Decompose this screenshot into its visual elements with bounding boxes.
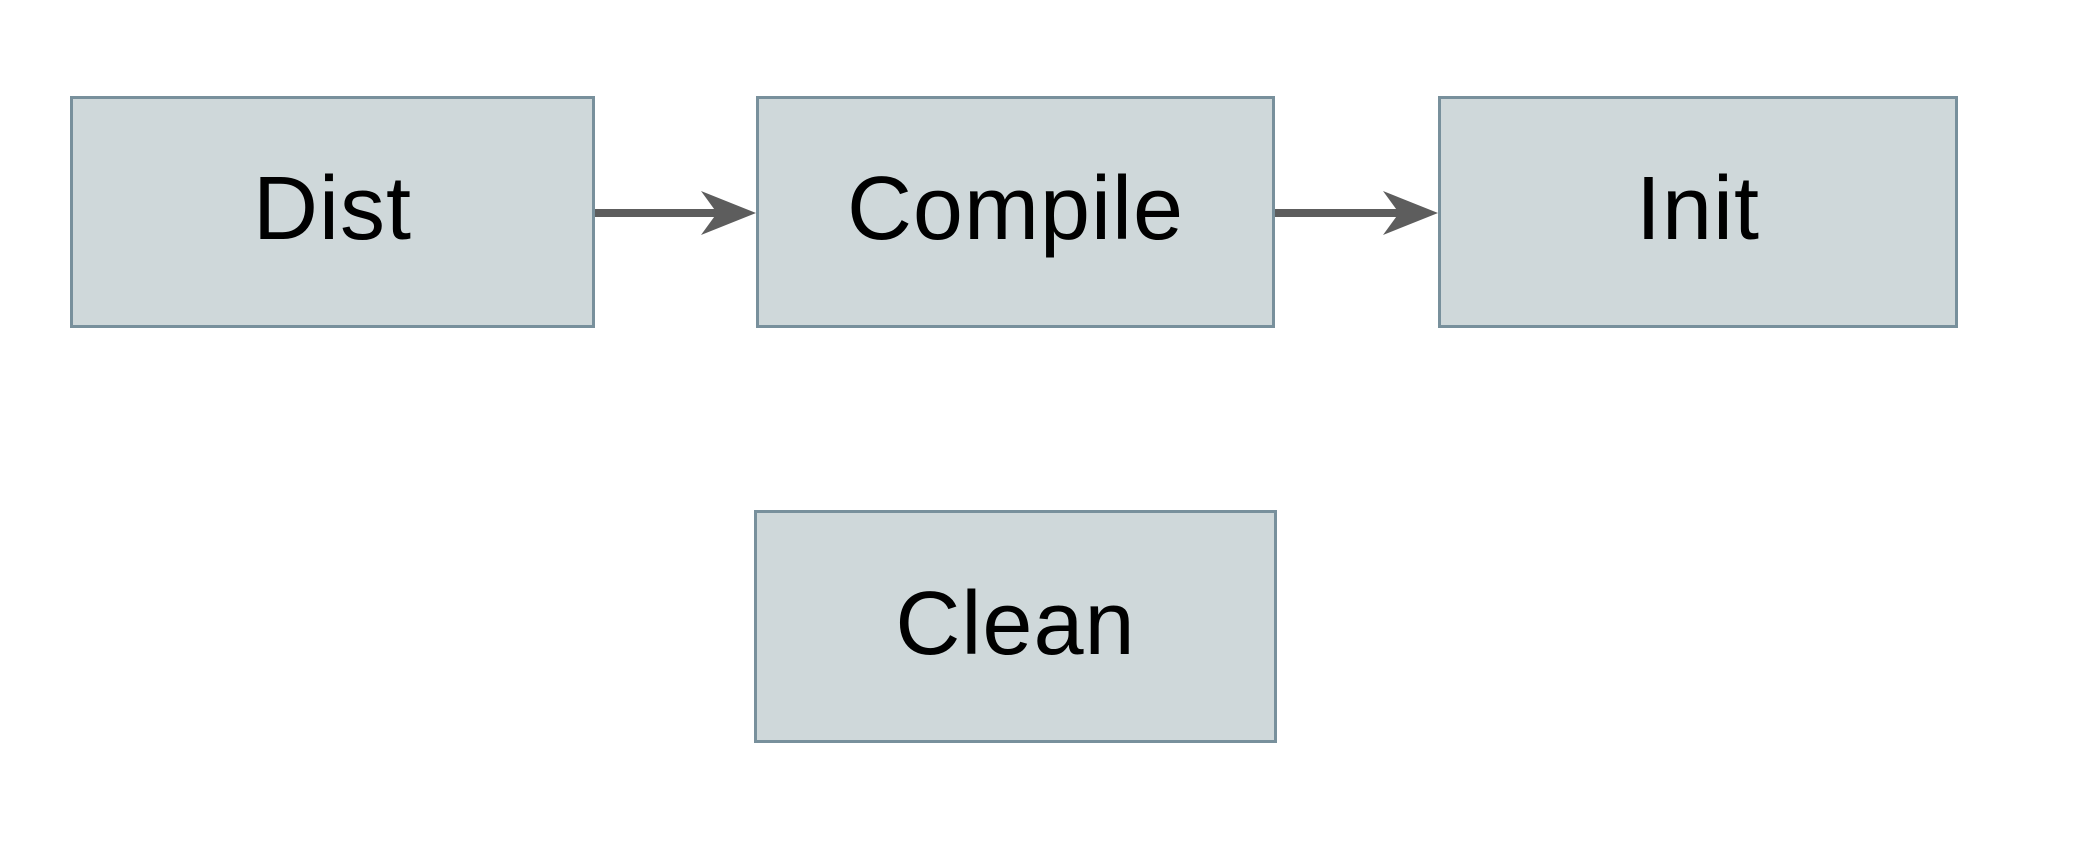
arrow-compile-to-init bbox=[1275, 191, 1438, 235]
node-clean: Clean bbox=[754, 510, 1277, 743]
node-dist: Dist bbox=[70, 96, 595, 328]
arrowhead-icon bbox=[701, 191, 756, 235]
arrow-dist-to-compile bbox=[595, 191, 756, 235]
node-init-label: Init bbox=[1635, 159, 1761, 259]
arrowhead-icon bbox=[1383, 191, 1438, 235]
node-clean-label: Clean bbox=[895, 573, 1136, 674]
node-init: Init bbox=[1438, 96, 1958, 328]
node-compile: Compile bbox=[756, 96, 1275, 328]
node-compile-label: Compile bbox=[846, 159, 1185, 259]
node-dist-label: Dist bbox=[253, 159, 412, 259]
